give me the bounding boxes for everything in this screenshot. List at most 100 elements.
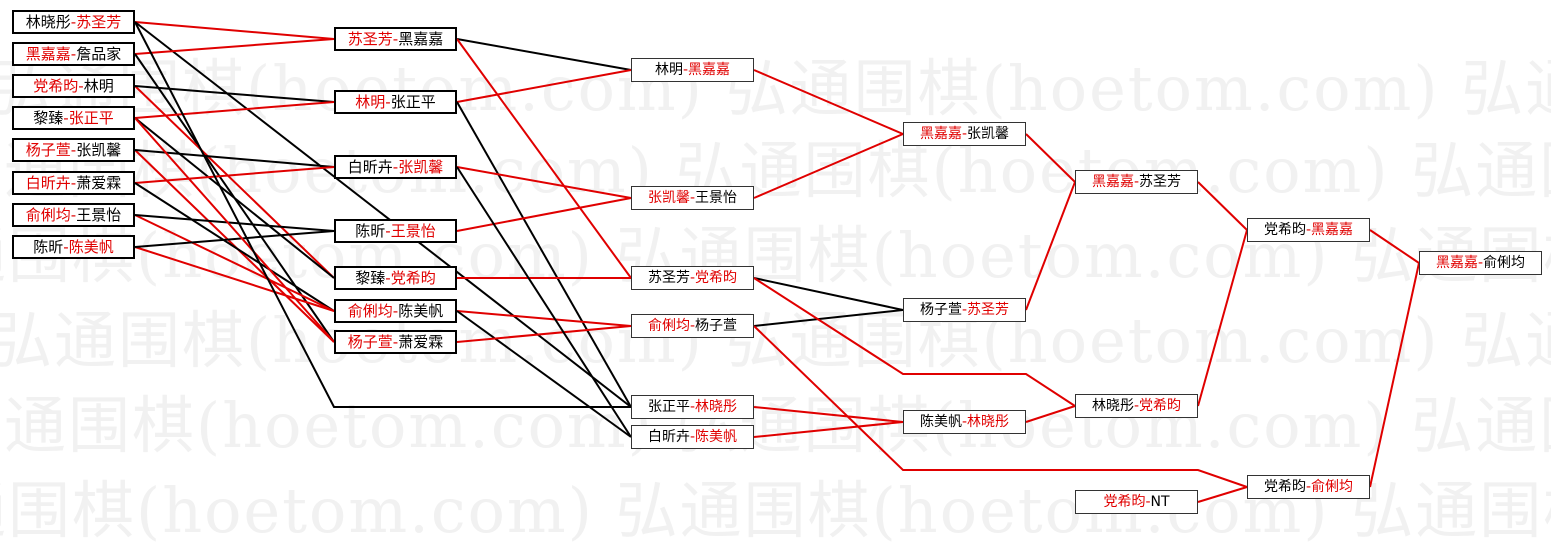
- player-name: 苏圣芳: [1139, 174, 1182, 190]
- round1-match-3: 党希昀-林明: [12, 74, 135, 98]
- connector-line: [456, 325, 632, 343]
- player-name: 林晓彤: [25, 12, 71, 31]
- player-name: 苏圣芳: [347, 29, 393, 48]
- player-name: 陈美帆: [919, 414, 962, 430]
- player-name: 陈昕: [33, 237, 64, 256]
- connector-line: [134, 85, 335, 279]
- versus-dash: -: [1145, 494, 1151, 510]
- player-name: 林明: [83, 76, 114, 95]
- connector-line: [1025, 405, 1076, 423]
- versus-dash: -: [689, 190, 696, 206]
- round5-match-1: 黑嘉嘉-苏圣芳: [1075, 170, 1198, 194]
- player-name: 林晓彤: [1091, 398, 1134, 414]
- round3-match-4: 俞俐均-杨子萱: [631, 314, 754, 338]
- round1-match-6: 白昕卉-萧爱霖: [12, 171, 135, 195]
- round3-match-3: 苏圣芳-党希昀: [631, 266, 754, 290]
- connector-line: [456, 166, 632, 199]
- player-name: 林明: [654, 62, 683, 78]
- player-name: 白昕卉: [347, 157, 393, 176]
- versus-dash: -: [1305, 479, 1312, 495]
- player-name: 黑嘉嘉: [688, 62, 731, 78]
- player-name: 黑嘉嘉: [398, 29, 444, 48]
- connector-line: [753, 277, 1076, 407]
- round2-match-7: 杨子萱-萧爱霖: [334, 330, 457, 354]
- player-name: 俞俐均: [1483, 255, 1526, 271]
- round2-match-5: 黎臻-党希昀: [334, 266, 457, 290]
- connector-line: [134, 85, 335, 103]
- versus-dash: -: [1133, 174, 1140, 190]
- connector-line: [1025, 181, 1076, 311]
- round7-match-1: 黑嘉嘉-俞俐均: [1419, 251, 1542, 275]
- connector-line: [1369, 229, 1420, 264]
- versus-dash: -: [63, 108, 69, 127]
- player-name: 黑嘉嘉: [1091, 174, 1134, 190]
- player-name: 陈美帆: [398, 301, 444, 320]
- player-name: 黑嘉嘉: [25, 44, 71, 63]
- versus-dash: -: [70, 140, 77, 159]
- player-name: 张凯馨: [76, 140, 122, 159]
- connector-line: [134, 117, 335, 279]
- connector-line: [456, 38, 632, 279]
- player-name: 白昕卉: [647, 429, 690, 445]
- connector-line: [753, 309, 904, 327]
- round3-match-1: 林明-黑嘉嘉: [631, 58, 754, 82]
- connector-line: [134, 21, 632, 408]
- connector-line: [456, 310, 632, 438]
- round4-match-2: 杨子萱-苏圣芳: [903, 298, 1026, 322]
- connector-line: [456, 197, 632, 232]
- player-name: 党希昀: [1103, 494, 1146, 510]
- player-name: 党希昀: [1263, 222, 1306, 238]
- round2-match-3: 白昕卉-张凯馨: [334, 155, 457, 179]
- connector-line: [134, 149, 335, 168]
- connector-line: [134, 166, 335, 184]
- versus-dash: -: [392, 29, 399, 48]
- connector-line: [134, 182, 335, 312]
- connector-line: [456, 101, 632, 408]
- player-name: 黎臻: [355, 268, 386, 287]
- connector-line: [456, 69, 632, 103]
- player-name: 党希昀: [695, 270, 738, 286]
- player-name: 陈昕: [355, 221, 386, 240]
- player-name: 苏圣芳: [76, 12, 122, 31]
- connector-line: [753, 325, 1248, 488]
- player-name: 杨子萱: [695, 318, 738, 334]
- versus-dash: -: [70, 44, 77, 63]
- round3-match-2: 张凯馨-王景怡: [631, 186, 754, 210]
- connector-line: [753, 421, 904, 438]
- player-name: NT: [1150, 494, 1170, 510]
- connector-line: [134, 21, 335, 40]
- connector-line: [1197, 486, 1248, 503]
- connector-line: [456, 38, 632, 71]
- versus-dash: -: [682, 62, 689, 78]
- versus-dash: -: [1305, 222, 1312, 238]
- round1-match-1: 林晓彤-苏圣芳: [12, 10, 135, 34]
- player-name: 俞俐均: [647, 318, 690, 334]
- player-name: 王景怡: [390, 221, 436, 240]
- player-name: 张正平: [647, 399, 690, 415]
- versus-dash: -: [385, 221, 391, 240]
- round1-match-7: 俞俐均-王景怡: [12, 203, 135, 227]
- round1-match-2: 黑嘉嘉-詹品家: [12, 42, 135, 66]
- round6-match-1: 党希昀-黑嘉嘉: [1247, 218, 1370, 242]
- versus-dash: -: [392, 301, 399, 320]
- round3-match-6: 白昕卉-陈美帆: [631, 425, 754, 449]
- connector-line: [134, 230, 335, 248]
- round2-match-4: 陈昕-王景怡: [334, 219, 457, 243]
- player-name: 俞俐均: [25, 205, 71, 224]
- player-name: 王景怡: [76, 205, 122, 224]
- versus-dash: -: [961, 126, 968, 142]
- player-name: 张正平: [390, 92, 436, 111]
- versus-dash: -: [392, 332, 399, 351]
- player-name: 王景怡: [695, 190, 738, 206]
- player-name: 黎臻: [33, 108, 64, 127]
- connector-line: [134, 101, 335, 119]
- player-name: 黑嘉嘉: [1311, 222, 1354, 238]
- round1-match-8: 陈昕-陈美帆: [12, 235, 135, 259]
- connector-line: [1197, 229, 1248, 407]
- player-name: 萧爱霖: [76, 173, 122, 192]
- player-name: 张正平: [68, 108, 114, 127]
- player-name: 党希昀: [390, 268, 436, 287]
- connector-line: [134, 214, 335, 232]
- connector-line: [1197, 181, 1248, 231]
- versus-dash: -: [70, 12, 77, 31]
